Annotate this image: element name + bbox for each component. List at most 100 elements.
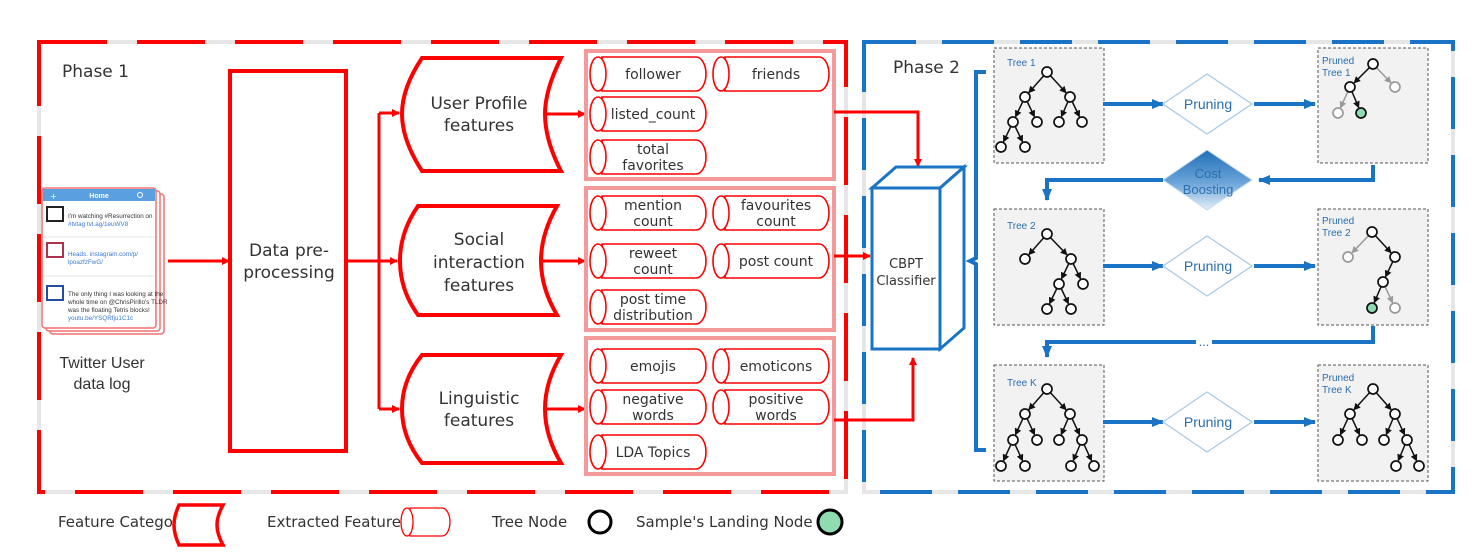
pruning-label: Pruning — [1184, 414, 1232, 430]
pruning-label: Pruning — [1184, 96, 1232, 112]
classifier-label-line2: Classifier — [876, 274, 936, 289]
tree-node — [1031, 434, 1043, 446]
tree-edge — [1071, 418, 1081, 436]
tweet-3-line3: was the floating Tetris blocks! — [67, 307, 150, 314]
tree-node — [1041, 228, 1053, 240]
extracted-feature-label: listed_count — [611, 107, 696, 123]
pruned-tree-label: Pruned — [1322, 56, 1354, 67]
tree-node — [1007, 434, 1019, 446]
extracted-feature: friends — [712, 56, 830, 92]
extracted-feature: LDA Topics — [589, 434, 707, 470]
tree-edge — [1028, 237, 1045, 256]
legend-tree-node-label: Tree Node — [491, 513, 567, 531]
legend-tree-node-icon — [587, 509, 613, 535]
tree-node — [1344, 408, 1356, 420]
tree-edge — [1049, 75, 1067, 94]
extracted-feature-label: total — [637, 142, 669, 158]
legend-extracted-feature-label: Extracted Feature — [267, 513, 401, 531]
tree-node — [995, 141, 1007, 153]
ensemble-brace — [965, 70, 986, 452]
extracted-feature-label: reweet — [629, 246, 678, 262]
tree-node — [1088, 460, 1100, 472]
extracted-feature: listed_count — [589, 96, 707, 132]
tree-node — [1064, 408, 1076, 420]
branch-arrows — [346, 109, 400, 413]
extracted-feature-label: mention — [624, 198, 682, 214]
tree-node — [1031, 116, 1043, 128]
phase1-title: Phase 1 — [62, 62, 129, 82]
tree-edge — [1002, 126, 1012, 143]
preprocess-line2: processing — [243, 263, 335, 283]
extracted-feature: post count — [712, 243, 830, 279]
tree-node — [1065, 253, 1077, 265]
tree-node — [1390, 460, 1402, 472]
tree-edge — [1014, 444, 1024, 462]
tree-edge — [1028, 75, 1045, 94]
tree-node — [1076, 434, 1088, 446]
tree-edge — [1339, 91, 1349, 109]
phase2-title: Phase 2 — [893, 58, 960, 78]
pruning-step-2: Pruning — [1103, 235, 1316, 297]
tree-edge — [1060, 101, 1069, 118]
tree-node — [1389, 408, 1401, 420]
tree-edge — [1353, 67, 1370, 84]
tree-node — [1019, 408, 1031, 420]
landing-node — [1366, 302, 1378, 314]
tree-node — [1377, 276, 1389, 288]
tree-node — [1366, 226, 1378, 238]
tree-edge — [1375, 67, 1392, 84]
arrows-to-classifier — [834, 110, 922, 422]
tree-node — [1076, 116, 1088, 128]
tree-label: Tree K — [1007, 378, 1037, 389]
tree-edge — [1375, 392, 1392, 411]
extracted-feature-label: favourites — [741, 198, 811, 214]
tree-node — [1413, 460, 1425, 472]
category-label: features — [444, 276, 514, 296]
tree-node — [1367, 58, 1379, 70]
tree-edge — [1351, 91, 1360, 109]
boosting-loop-continuation: ... — [1042, 326, 1375, 358]
tree-node — [1344, 81, 1356, 93]
extracted-feature: emoticons — [712, 348, 830, 384]
extracted-feature-label: post time — [620, 292, 686, 308]
tree-edge — [1353, 392, 1371, 411]
landing-node — [1355, 107, 1367, 119]
tree-node — [1332, 434, 1344, 446]
tree-label: Tree 2 — [1007, 221, 1036, 232]
extracted-feature-label: distribution — [613, 308, 693, 324]
category-label: Social — [454, 230, 504, 250]
tree-node — [1367, 383, 1379, 395]
twitter-data-log: Home + I'm watching #Resurrection on #tv… — [41, 187, 168, 335]
classifier-label-line1: CBPT — [889, 257, 923, 272]
tweet-avatar — [46, 206, 64, 222]
twitter-home-label: Home — [89, 193, 109, 200]
cost-boosting-label-line2: Boosting — [1183, 182, 1234, 197]
tree-edge — [1002, 444, 1012, 462]
twitter-log-label-line2: data log — [74, 376, 131, 393]
extracted-feature-label: emoticons — [740, 359, 813, 375]
tree-edge — [1408, 444, 1418, 462]
tree-node — [1019, 91, 1031, 103]
cbpt-classifier-box: CBPT Classifier — [868, 163, 968, 353]
tree-node — [1389, 251, 1401, 263]
tree-node — [1077, 278, 1089, 290]
search-icon — [137, 192, 143, 198]
tree-node — [1041, 303, 1053, 315]
tree-edge — [1014, 418, 1024, 436]
tree-node — [1064, 91, 1076, 103]
tree-node — [1389, 81, 1401, 93]
tree-node — [1041, 66, 1053, 78]
phase1-frame — [37, 40, 848, 494]
tree-node — [1378, 434, 1390, 446]
tree-node — [1053, 116, 1065, 128]
category-social-interaction: Social interaction features — [397, 204, 561, 317]
extracted-feature-label: positive — [749, 392, 804, 408]
tree-edge — [1385, 418, 1394, 436]
pruned-tree-label: Tree 1 — [1322, 68, 1351, 79]
